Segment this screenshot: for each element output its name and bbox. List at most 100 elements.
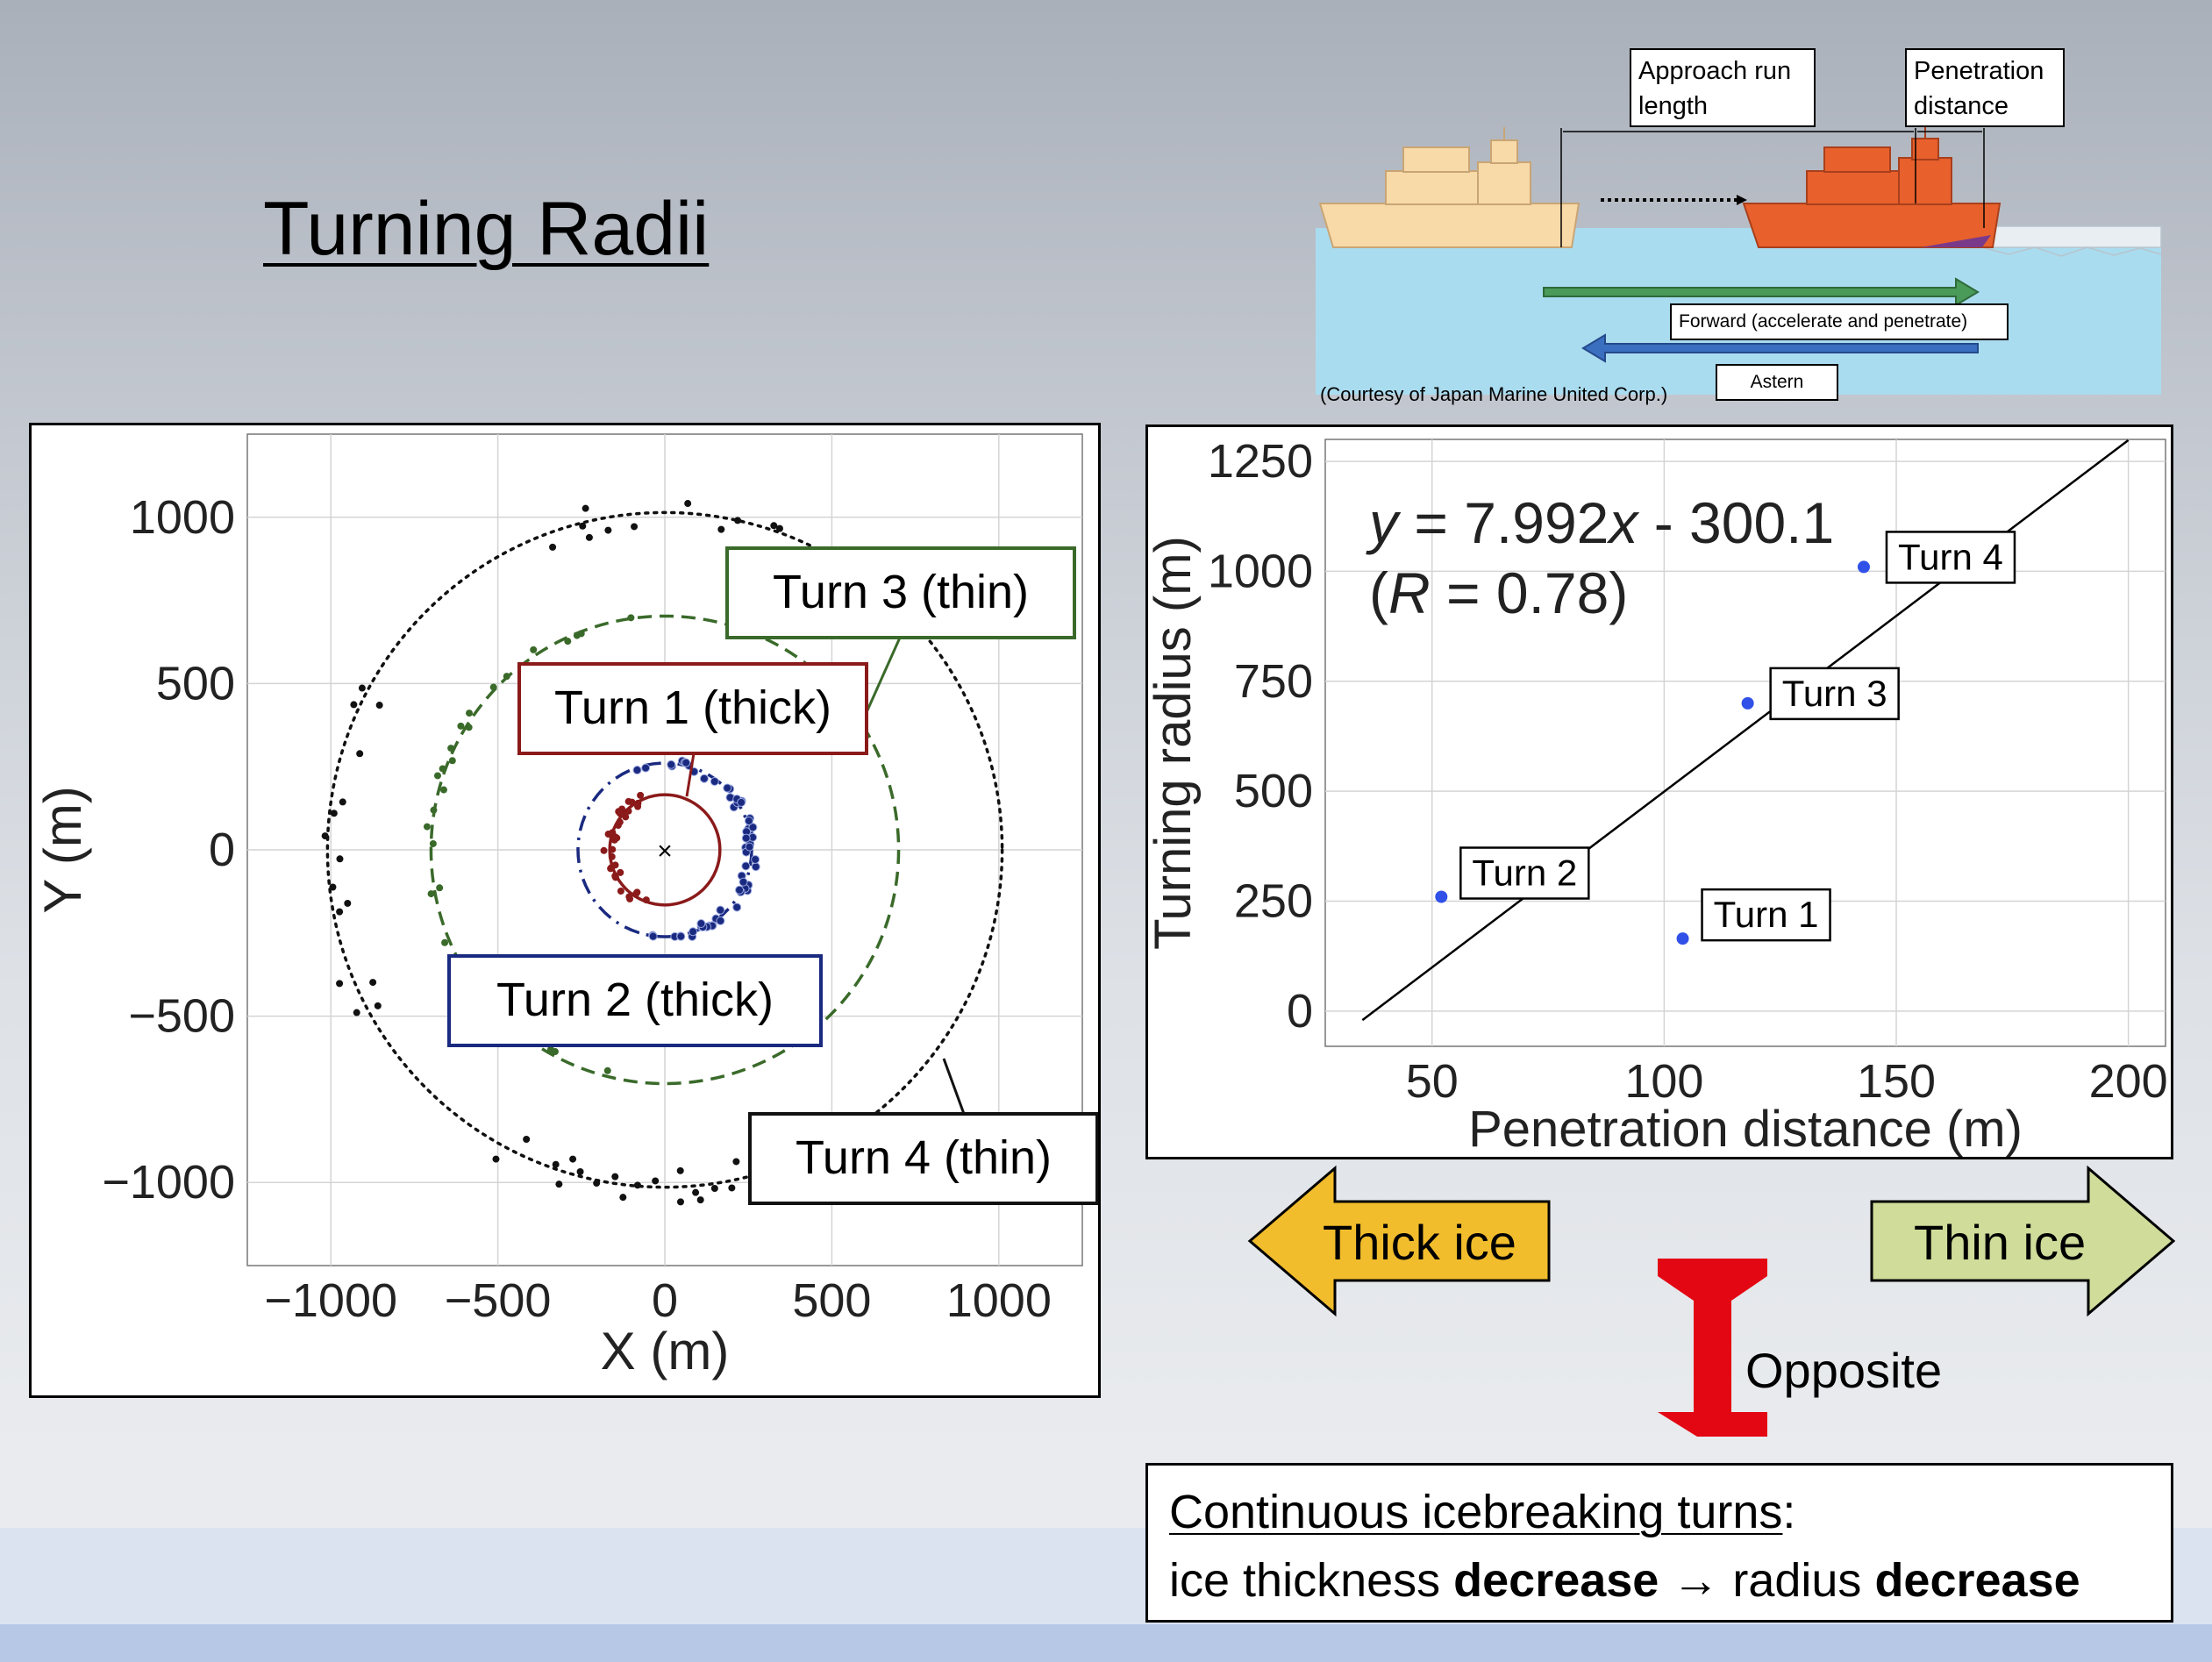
conclusion-part-b: decrease [1453, 1554, 1659, 1607]
track-point [593, 1180, 601, 1188]
correlation-line: (R = 0.78) [1369, 560, 1628, 625]
track-point [530, 646, 538, 653]
track-point [573, 631, 581, 639]
thick-ice-arrow [1247, 1165, 1551, 1317]
astern-label: Astern [1716, 364, 1838, 401]
y-tick-label: 500 [1234, 765, 1313, 817]
track-point [336, 908, 344, 916]
track-point [447, 745, 455, 753]
point-label-3: Turn 3 [1782, 673, 1887, 714]
track-point [356, 750, 364, 758]
track-point [648, 931, 658, 941]
track-point [441, 938, 449, 946]
track-point [429, 839, 437, 847]
y-tick-label: 1000 [130, 491, 235, 544]
y-axis-title: Turning radius (m) [1148, 536, 1202, 950]
track-point [321, 832, 329, 840]
track-point [579, 522, 587, 530]
astern-arrow [1581, 333, 1979, 363]
track-point [684, 500, 692, 508]
penetration-wedge [1921, 235, 1991, 247]
courtesy-caption: (Courtesy of Japan Marine United Corp.) [1320, 383, 1668, 405]
correlation-part: ( [1369, 560, 1388, 625]
approach-label: Approach run length [1630, 48, 1816, 127]
x-tick-label: 150 [1857, 1055, 1936, 1108]
point-label-1: Turn 1 [1714, 894, 1819, 935]
penetration-label: Penetration distance [1905, 48, 2065, 127]
point-label-4: Turn 4 [1898, 536, 2003, 577]
track-point [430, 806, 438, 814]
callout-box [517, 662, 868, 755]
track-point [433, 772, 441, 780]
ice-arrows [1247, 1165, 2175, 1437]
conclusion-part-d: decrease [1874, 1554, 2080, 1607]
track-point [634, 802, 642, 810]
x-axis-title: Penetration distance (m) [1468, 1101, 2023, 1157]
track-point [676, 1166, 684, 1174]
x-tick-label: 1000 [946, 1274, 1052, 1327]
track-point [632, 766, 642, 775]
x-tick-label: 200 [2089, 1055, 2168, 1108]
equation-line: y = 7.992x - 300.1 [1366, 490, 1834, 555]
callout-leader [685, 753, 696, 797]
y-tick-label: 0 [1287, 985, 1313, 1038]
track-point [603, 1066, 611, 1074]
track-point [576, 1168, 584, 1176]
track-point [609, 833, 617, 841]
track-point [336, 980, 344, 988]
x-axis-title: X (m) [601, 1322, 730, 1380]
track-point [748, 823, 758, 832]
point-label-box [1701, 888, 1831, 942]
conclusion-part-a: ice thickness [1169, 1554, 1454, 1607]
track-point [739, 877, 748, 887]
data-point-4 [1857, 560, 1870, 574]
data-point-3 [1741, 696, 1754, 710]
equation-part: = 7.992 [1398, 490, 1609, 555]
track-point [369, 979, 377, 987]
point-label-box [1769, 667, 1900, 721]
equation-part: x [1606, 490, 1639, 555]
x-tick-label: 0 [652, 1274, 678, 1327]
thin-ice-label: Thin ice [1914, 1215, 2087, 1270]
track-point [723, 783, 732, 793]
conclusion-part-c: → radius [1659, 1554, 1875, 1607]
legend-label-turn-4: Turn 4 (thin) [796, 1131, 1052, 1184]
track-point [436, 884, 444, 892]
track-point [751, 862, 760, 872]
equation-part: - 300.1 [1638, 490, 1834, 555]
callout-box [748, 1112, 1098, 1205]
track-point [696, 1196, 704, 1204]
track-point [439, 786, 447, 794]
track-point [336, 855, 344, 863]
track-point [375, 702, 383, 710]
track-point [339, 798, 346, 806]
track-point [423, 823, 431, 831]
track-point [617, 887, 624, 895]
track-point [642, 896, 650, 904]
track-point [569, 1155, 577, 1163]
track-point [689, 927, 698, 937]
track-point [457, 722, 465, 730]
track-point [374, 1002, 382, 1009]
track-point [732, 902, 742, 912]
track-point [607, 865, 615, 873]
x-tick-label: 100 [1624, 1055, 1703, 1108]
y-tick-label: 1250 [1208, 435, 1313, 488]
page-title: Turning Radii [263, 187, 710, 271]
track-point [745, 842, 754, 852]
track-point [676, 931, 686, 941]
thick-ice-label: Thick ice [1323, 1215, 1516, 1270]
track-point [627, 614, 635, 622]
track-point [358, 684, 366, 692]
track-point [549, 543, 557, 551]
conclusion-colon: : [1782, 1486, 1796, 1538]
track-point [628, 798, 636, 806]
x-tick-label: −500 [445, 1274, 552, 1327]
track-point [728, 1184, 736, 1192]
track-point [617, 868, 624, 876]
series-circle-3 [429, 614, 901, 1086]
legend-label-turn-3: Turn 3 (thin) [773, 566, 1029, 618]
opposite-label: Opposite [1745, 1343, 1943, 1398]
